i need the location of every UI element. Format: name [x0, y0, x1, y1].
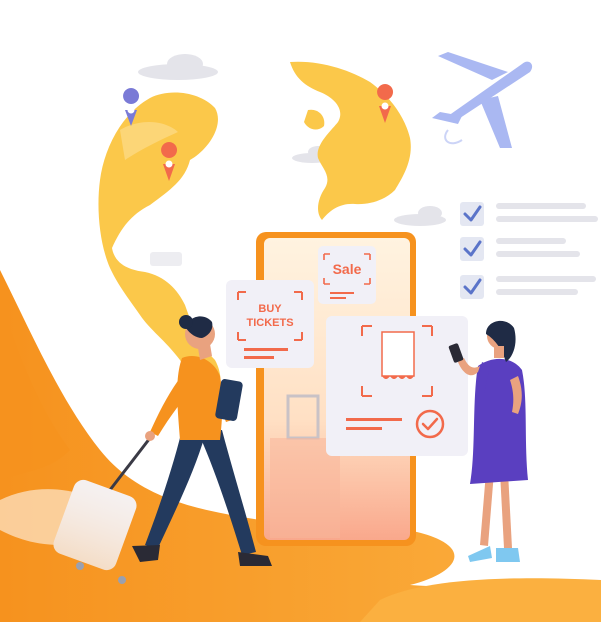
sale-card: Sale: [318, 246, 376, 304]
checklist-item: [460, 202, 598, 226]
checklist-item: [460, 275, 596, 299]
checklist-item: [460, 237, 580, 261]
continent-island: [304, 109, 325, 130]
check-circle-icon: [415, 409, 445, 439]
checklist: [460, 202, 598, 299]
location-pin-icon: [161, 142, 178, 181]
sale-label: Sale: [333, 261, 362, 277]
location-pin-icon: [377, 84, 394, 123]
suitcase: [53, 437, 152, 584]
buy-label: BUY: [258, 303, 282, 315]
tickets-label: TICKETS: [246, 317, 293, 329]
cloud-top: [138, 54, 218, 80]
ticket-icon: [381, 331, 415, 379]
cloud-right: [394, 206, 446, 226]
buy-tickets-card: BUY TICKETS: [226, 280, 314, 368]
cloud-left: [150, 252, 182, 266]
ticket-card: [326, 316, 468, 456]
woman-with-phone: [448, 320, 528, 562]
location-pin-icon: [123, 88, 140, 126]
airplane-icon: [432, 52, 533, 148]
walking-woman: [132, 315, 272, 566]
continent-europe-africa: [290, 61, 411, 220]
